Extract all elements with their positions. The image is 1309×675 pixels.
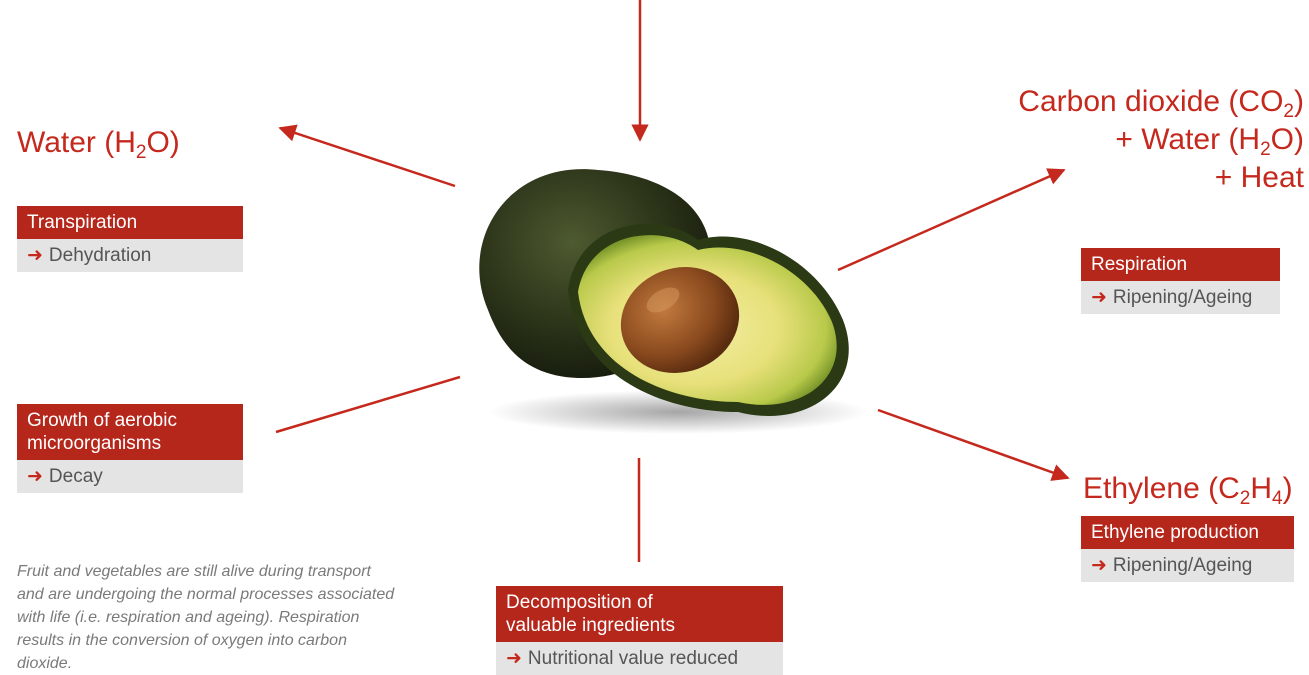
ethylene-main: Ethylene (C	[1083, 472, 1240, 505]
arrow-right-icon: ➜	[1091, 555, 1107, 576]
aerobic-box: Growth of aerobic microorganisms ➜ Decay	[17, 404, 243, 493]
dehydration-result: ➜ Dehydration	[17, 239, 243, 272]
decomposition-title: Decomposition of valuable ingredients	[496, 586, 783, 642]
ethylene-result-label: Ripening/Ageing	[1113, 555, 1252, 576]
arrow-right-icon: ➜	[27, 466, 43, 487]
co2-end: )	[1294, 85, 1304, 118]
transpiration-box: Transpiration ➜ Dehydration	[17, 206, 243, 272]
ethylene-sub1: 2	[1240, 488, 1251, 509]
ethylene-sub2: 4	[1272, 488, 1283, 509]
respiration-box: Respiration ➜ Ripening/Ageing	[1081, 248, 1280, 314]
ethylene-result: ➜ Ripening/Ageing	[1081, 549, 1294, 582]
decomposition-title-line2: valuable ingredients	[506, 614, 773, 637]
aerobic-line	[276, 377, 460, 432]
ethylene-mid: H	[1250, 472, 1272, 505]
water-heading-end: O)	[146, 126, 179, 159]
aerobic-title-line2: microorganisms	[27, 432, 233, 455]
water-heading-main: Water (H	[17, 126, 136, 159]
respiration-title: Respiration	[1081, 248, 1280, 281]
arrow-right-icon: ➜	[27, 245, 43, 266]
ethylene-arrow	[878, 410, 1068, 478]
decomposition-result-label: Nutritional value reduced	[528, 648, 738, 669]
water-main: + Water (H	[1115, 123, 1260, 156]
ethylene-box: Ethylene production ➜ Ripening/Ageing	[1081, 516, 1294, 582]
water-end: O)	[1271, 123, 1304, 156]
explanatory-note: Fruit and vegetables are still alive dur…	[17, 560, 397, 675]
co2-line: Carbon dioxide (CO2)	[1018, 83, 1304, 121]
dehydration-label: Dehydration	[49, 245, 151, 266]
water-arrow	[280, 128, 455, 186]
aerobic-title-line1: Growth of aerobic	[27, 409, 233, 432]
heat-line: + Heat	[1018, 159, 1304, 197]
decay-label: Decay	[49, 466, 103, 487]
water-heading-sub: 2	[136, 142, 147, 163]
respiration-result-label: Ripening/Ageing	[1113, 287, 1252, 308]
arrow-right-icon: ➜	[506, 648, 522, 669]
co2-main: Carbon dioxide (CO	[1018, 85, 1283, 118]
water-sub: 2	[1260, 139, 1271, 160]
ethylene-heading: Ethylene (C2H4)	[1083, 470, 1293, 508]
decomposition-result: ➜ Nutritional value reduced	[496, 642, 783, 675]
avocado-icon	[448, 150, 868, 450]
respiration-heading: Carbon dioxide (CO2) + Water (H2O) + Hea…	[1018, 83, 1304, 197]
decomposition-title-line1: Decomposition of	[506, 591, 773, 614]
arrow-right-icon: ➜	[1091, 287, 1107, 308]
co2-sub: 2	[1283, 101, 1294, 122]
aerobic-title: Growth of aerobic microorganisms	[17, 404, 243, 460]
water-line: + Water (H2O)	[1018, 121, 1304, 159]
respiration-result: ➜ Ripening/Ageing	[1081, 281, 1280, 314]
ethylene-title: Ethylene production	[1081, 516, 1294, 549]
transpiration-title: Transpiration	[17, 206, 243, 239]
water-heading: Water (H2O)	[17, 124, 180, 162]
decomposition-box: Decomposition of valuable ingredients ➜ N…	[496, 586, 783, 675]
ethylene-end: )	[1283, 472, 1293, 505]
decay-result: ➜ Decay	[17, 460, 243, 493]
